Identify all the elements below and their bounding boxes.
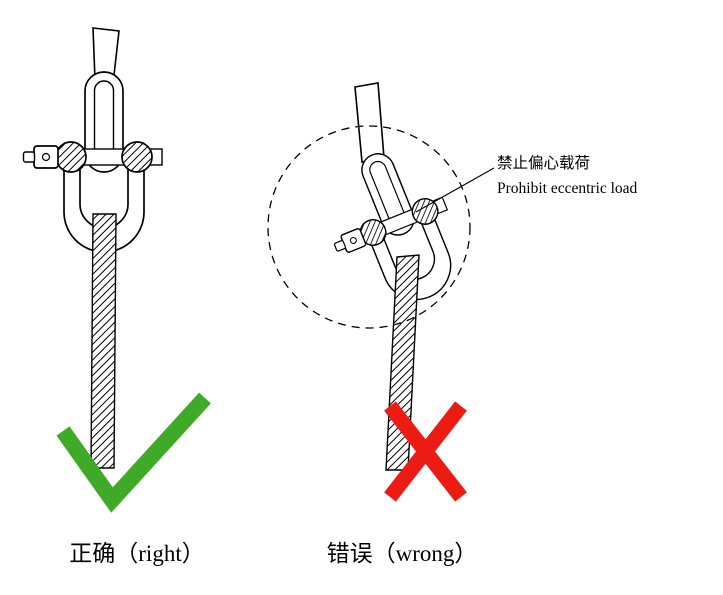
caption-correct: 正确（right） [69, 541, 205, 566]
rod-tilted [354, 82, 385, 163]
sling-strap [90, 213, 117, 469]
shackle-assembly-tilted [307, 135, 476, 324]
annotation: 禁止偏心载荷 Prohibit eccentric load [497, 151, 637, 201]
figure-correct [22, 27, 163, 469]
annotation-zh: 禁止偏心载荷 [497, 155, 591, 172]
check-mark [56, 392, 211, 513]
annotation-leader-line [415, 167, 495, 213]
annotation-en: Prohibit eccentric load [497, 180, 638, 197]
highlight-dashed-circle [267, 125, 471, 329]
cross-mark [384, 401, 467, 502]
caption-wrong: 错误（wrong） [326, 541, 478, 566]
